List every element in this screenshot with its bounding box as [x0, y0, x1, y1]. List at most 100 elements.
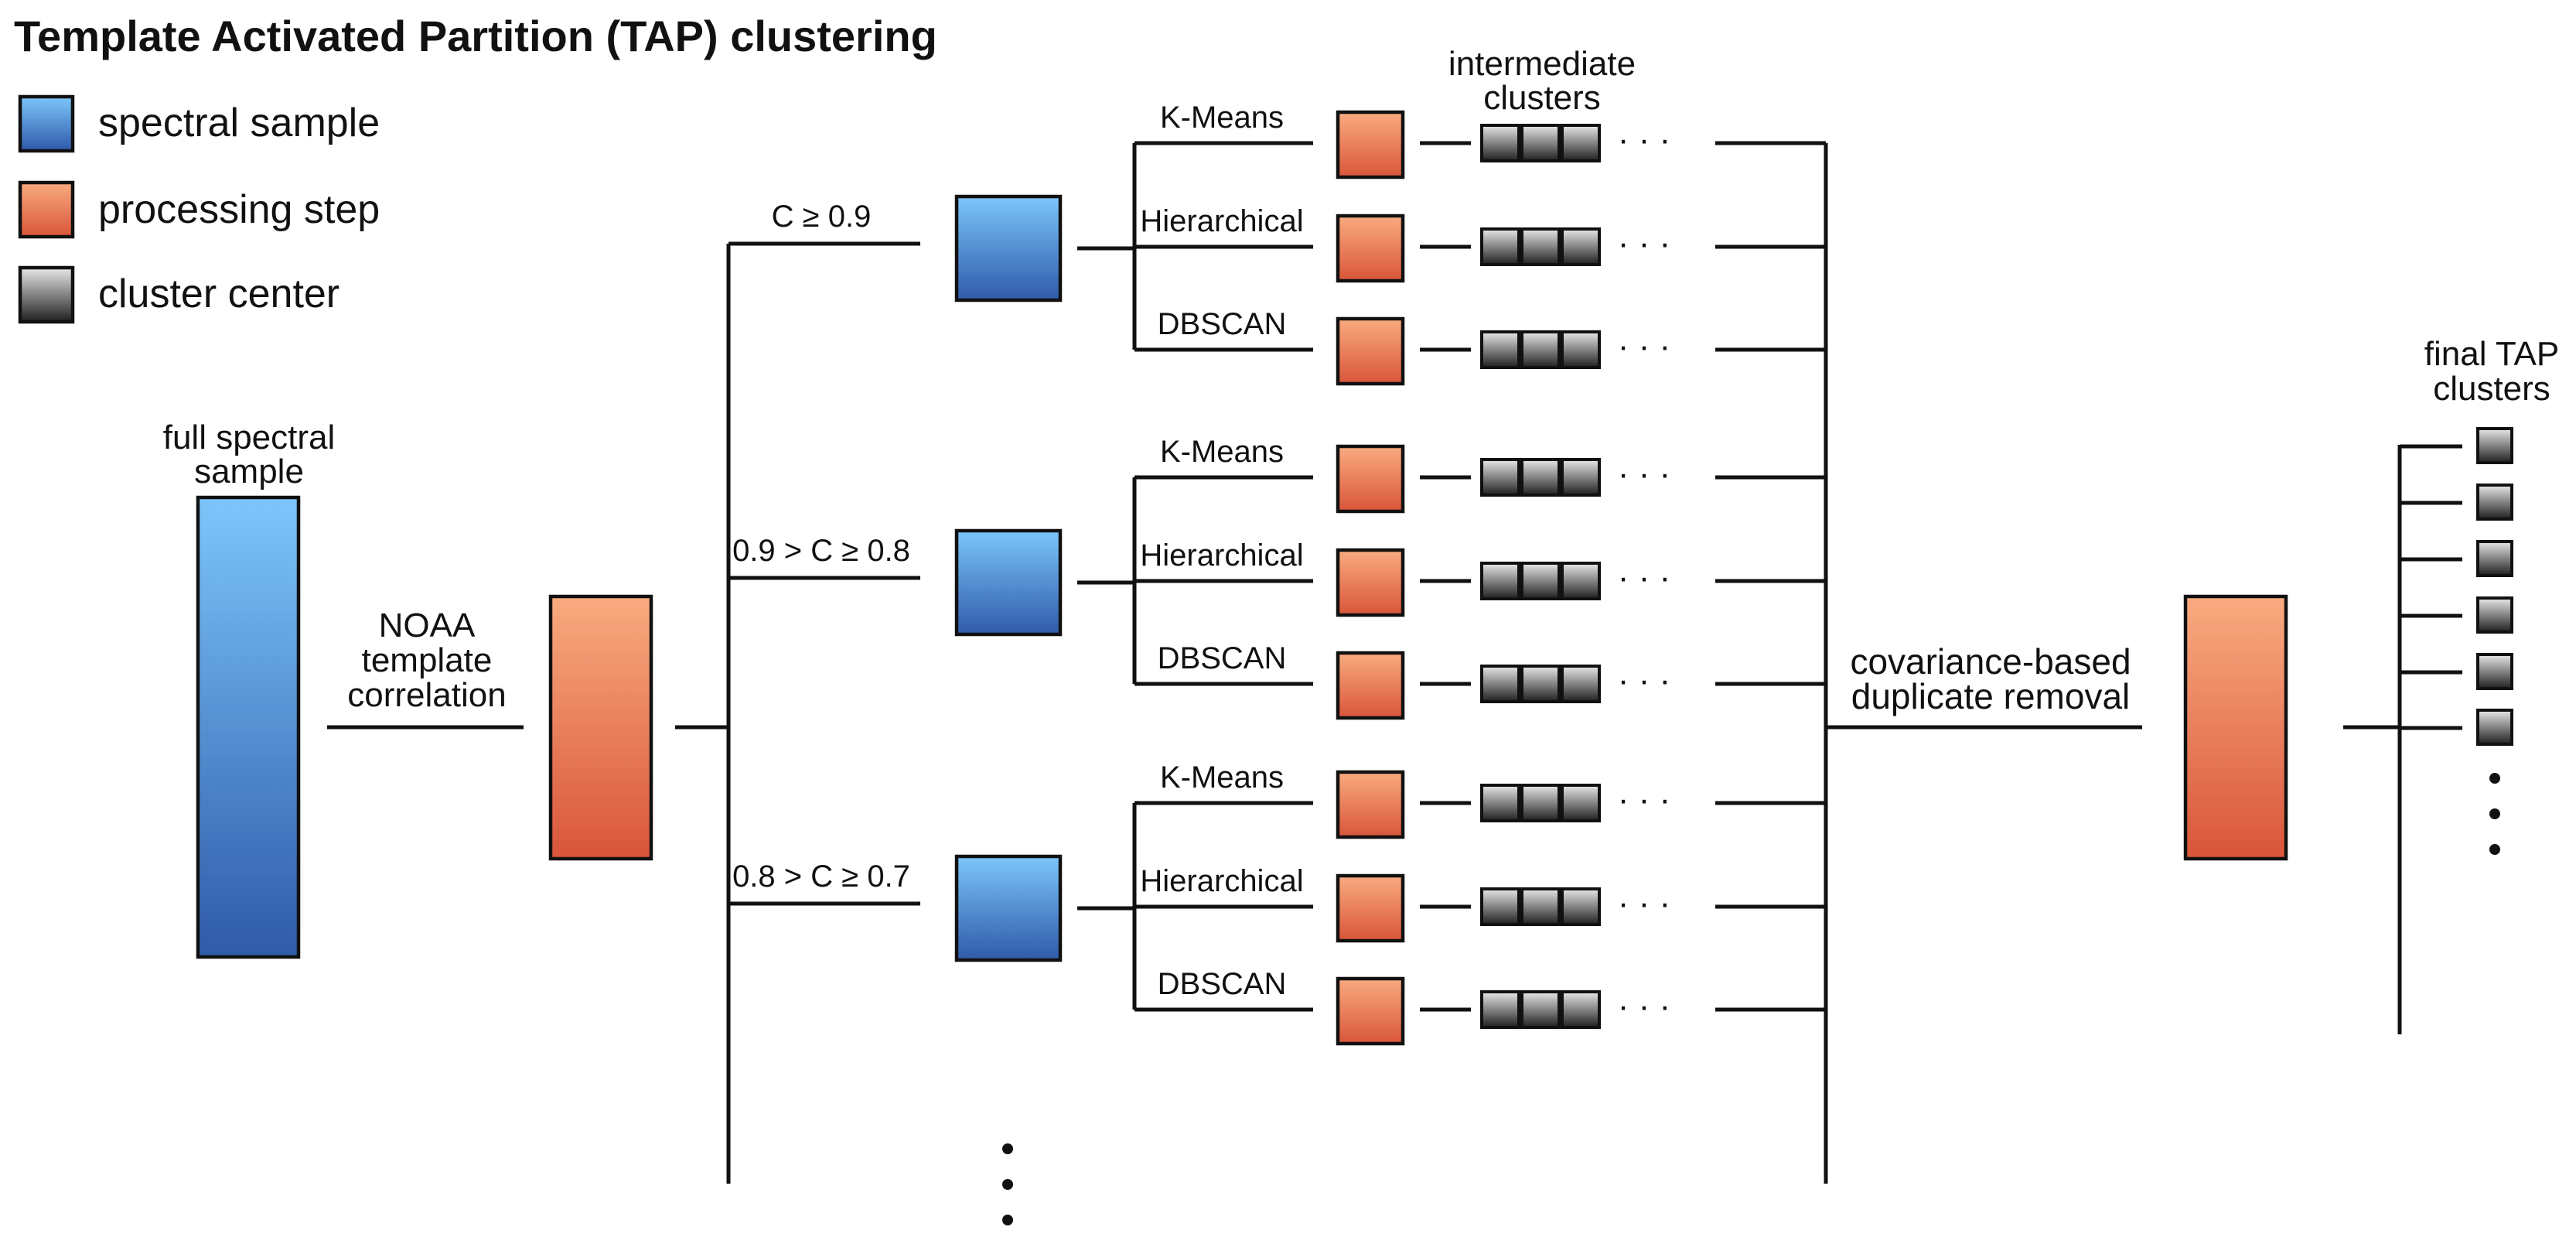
legend-process-label: processing step	[98, 187, 380, 232]
algorithm-label: K-Means	[1160, 101, 1284, 135]
cluster-center	[1561, 330, 1601, 369]
threshold-group: 0.8 > C ≥ 0.7 K-Means · · · Hierarchical · ·…	[728, 760, 1826, 1046]
cluster-center	[1480, 887, 1520, 926]
final-cluster-center	[2476, 653, 2513, 690]
algorithm-label: DBSCAN	[1158, 967, 1287, 1001]
final-cluster-center	[2476, 427, 2513, 464]
final-cluster-center	[2476, 540, 2513, 577]
ellipsis-dot	[2489, 808, 2500, 819]
algorithm-process-box	[1336, 873, 1405, 943]
cluster-center	[1480, 458, 1520, 497]
trunk-continuation-dots	[1002, 1143, 1013, 1225]
cluster-center	[1520, 124, 1561, 162]
more-clusters-ellipsis: · · ·	[1618, 327, 1670, 365]
algorithm-process-box	[1336, 548, 1405, 617]
noaa-label-line3: correlation	[347, 676, 506, 714]
full-sample-label-line1: full spectral	[163, 419, 336, 456]
threshold-group: C ≥ 0.9K-Means· · ·Hierarchical· · ·DBSC…	[728, 101, 1826, 386]
cluster-center	[1480, 990, 1520, 1029]
cluster-center	[1480, 562, 1520, 600]
algorithm-process-box	[1336, 976, 1405, 1046]
cluster-center	[1520, 458, 1561, 497]
cluster-center	[1561, 990, 1601, 1029]
final-cluster-center	[2476, 596, 2513, 634]
legend-process-swatch	[18, 180, 75, 239]
algorithm-process-box	[1336, 770, 1405, 839]
threshold-groups: C ≥ 0.9K-Means· · ·Hierarchical· · ·DBSC…	[728, 101, 1826, 1046]
threshold-label: 0.8 > C ≥ 0.7	[732, 860, 910, 894]
threshold-sample-box	[954, 528, 1063, 637]
cluster-center	[1480, 784, 1520, 822]
noaa-label-line1: NOAA	[379, 607, 476, 644]
cluster-center	[1561, 784, 1601, 822]
legend-sample-label: spectral sample	[98, 101, 380, 145]
more-clusters-ellipsis: · · ·	[1618, 224, 1670, 262]
intermediate-label-line1: intermediate	[1448, 45, 1636, 83]
final-continuation-dots	[2489, 773, 2500, 855]
dedup-label-line2: duplicate removal	[1851, 676, 2131, 716]
legend: spectral sample processing step cluster …	[18, 94, 380, 324]
final-cluster-center	[2476, 484, 2513, 521]
legend-center-swatch	[18, 265, 75, 324]
algorithm-label: K-Means	[1160, 760, 1284, 795]
threshold-group: 0.9 > C ≥ 0.8 K-Means · · · Hierarchical · ·…	[728, 435, 1826, 720]
legend-sample-swatch	[18, 94, 75, 153]
cluster-center	[1520, 562, 1561, 600]
algorithm-label: Hierarchical	[1140, 864, 1303, 898]
full-sample-label-line2: sample	[194, 453, 304, 490]
cluster-center	[1561, 665, 1601, 703]
more-clusters-ellipsis: · · ·	[1618, 987, 1670, 1025]
cluster-center	[1480, 665, 1520, 703]
more-clusters-ellipsis: · · ·	[1618, 884, 1670, 922]
cluster-center	[1520, 784, 1561, 822]
cluster-center	[1480, 227, 1520, 266]
cluster-center	[1520, 887, 1561, 926]
cluster-center	[1520, 227, 1561, 266]
diagram-title: Template Activated Partition (TAP) clust…	[14, 12, 937, 60]
legend-center-label: cluster center	[98, 272, 339, 316]
more-clusters-ellipsis: · · ·	[1618, 781, 1670, 819]
cluster-center	[1520, 330, 1561, 369]
cluster-center	[1520, 990, 1561, 1029]
cluster-center	[1561, 562, 1601, 600]
cluster-center	[1480, 124, 1520, 162]
more-clusters-ellipsis: · · ·	[1618, 559, 1670, 596]
algorithm-process-box	[1336, 444, 1405, 514]
more-clusters-ellipsis: · · ·	[1618, 661, 1670, 699]
ellipsis-dot	[1002, 1179, 1013, 1190]
algorithm-process-box	[1336, 316, 1405, 386]
algorithm-label: DBSCAN	[1158, 307, 1287, 341]
algorithm-label: Hierarchical	[1140, 538, 1303, 572]
noaa-label-line2: template	[362, 641, 493, 679]
dedup-process-box	[2183, 594, 2288, 861]
ellipsis-dot	[2489, 844, 2500, 855]
more-clusters-ellipsis: · · ·	[1618, 121, 1670, 159]
cluster-center	[1561, 227, 1601, 266]
final-cluster-center	[2476, 709, 2513, 746]
ellipsis-dot	[1002, 1143, 1013, 1154]
algorithm-process-box	[1336, 110, 1405, 179]
ellipsis-dot	[1002, 1215, 1013, 1225]
cluster-center	[1480, 330, 1520, 369]
threshold-label: 0.9 > C ≥ 0.8	[732, 534, 910, 568]
algorithm-label: K-Means	[1160, 435, 1284, 469]
algorithm-process-box	[1336, 214, 1405, 283]
noaa-process-box	[548, 594, 653, 861]
more-clusters-ellipsis: · · ·	[1618, 455, 1670, 493]
cluster-center	[1561, 887, 1601, 926]
dedup-label-line1: covariance-based	[1850, 641, 2131, 682]
final-clusters	[2400, 427, 2513, 746]
algorithm-label: DBSCAN	[1158, 641, 1287, 675]
cluster-center	[1561, 124, 1601, 162]
cluster-center	[1561, 458, 1601, 497]
threshold-sample-box	[954, 194, 1063, 302]
threshold-label: C ≥ 0.9	[772, 200, 872, 234]
full-sample-bar	[196, 495, 301, 959]
ellipsis-dot	[2489, 773, 2500, 784]
final-label-line1: final TAP	[2424, 335, 2559, 373]
intermediate-label-line2: clusters	[1483, 79, 1601, 117]
algorithm-process-box	[1336, 651, 1405, 720]
final-label-line2: clusters	[2433, 370, 2550, 408]
cluster-center	[1520, 665, 1561, 703]
